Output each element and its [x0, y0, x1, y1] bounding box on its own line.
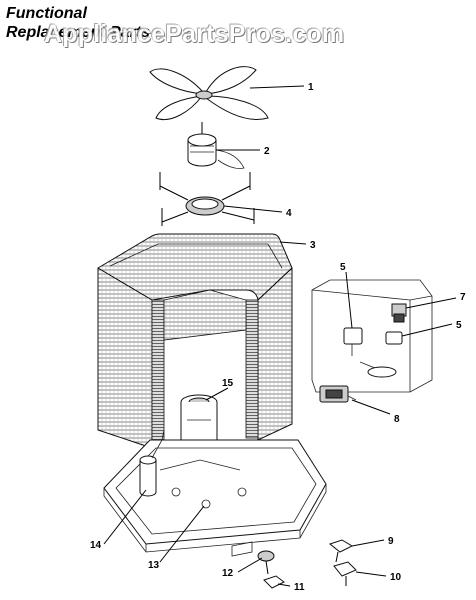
callout-13: 13 [148, 560, 160, 571]
callout-11: 11 [294, 582, 305, 593]
condenser-coil [97, 233, 293, 449]
callout-14: 14 [90, 540, 102, 551]
callout-7: 7 [460, 292, 466, 303]
callout-9: 9 [388, 536, 394, 547]
contactor [319, 385, 357, 403]
thermostat-fitting [263, 575, 285, 589]
callout-5a: 5 [340, 262, 346, 273]
callout-2: 2 [264, 146, 270, 157]
control-box [311, 279, 433, 393]
callout-8: 8 [394, 414, 400, 425]
callout-3: 3 [310, 240, 316, 251]
leader-lines [103, 85, 457, 587]
base-pan [103, 439, 327, 557]
title-line-2: Replacement Parts [6, 24, 151, 41]
callouts: 1 2 3 4 5 5 7 8 9 10 11 12 13 14 15 [90, 82, 466, 593]
service-valve-lower [333, 561, 357, 586]
fan-blade [149, 66, 269, 120]
callout-5b: 5 [456, 320, 462, 331]
callout-12: 12 [222, 568, 234, 579]
title-line-1: Functional [6, 5, 87, 22]
diagram-title: Functional Replacement Parts [6, 4, 150, 42]
pressure-switch [257, 550, 275, 575]
callout-4: 4 [286, 208, 292, 219]
accumulator [139, 429, 165, 497]
callout-10: 10 [390, 572, 402, 583]
callout-1: 1 [308, 82, 314, 93]
fan-motor [187, 122, 245, 169]
service-valve-upper [328, 539, 354, 563]
callout-15: 15 [222, 378, 234, 389]
motor-mount [159, 172, 255, 226]
